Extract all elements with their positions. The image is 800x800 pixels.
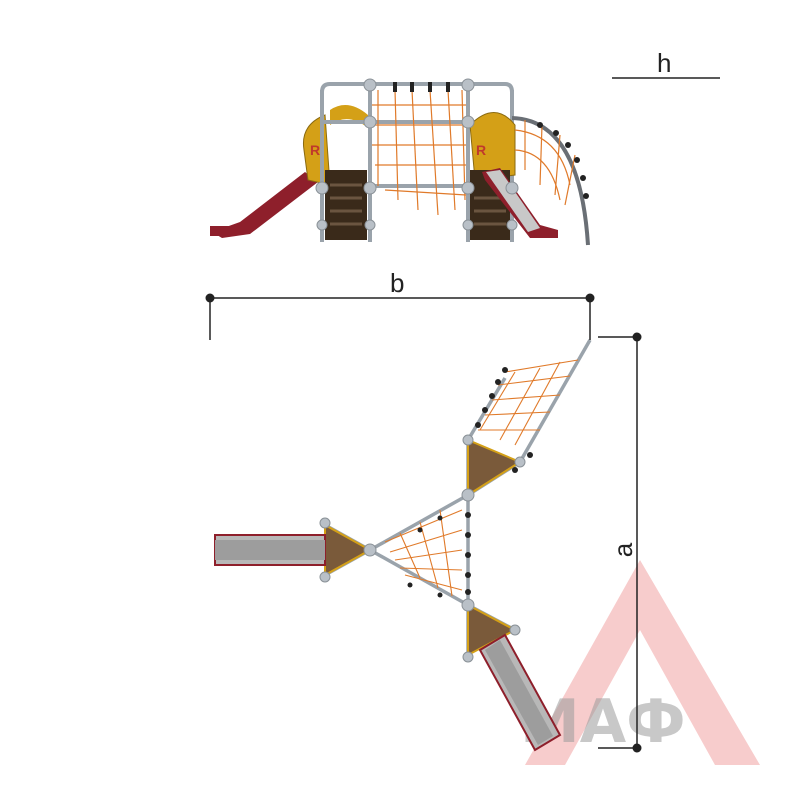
dimension-a-label: a bbox=[608, 542, 638, 557]
dimension-h: h bbox=[612, 48, 720, 79]
front-elevation-view: R bbox=[210, 78, 590, 246]
deck-upper bbox=[467, 438, 523, 497]
svg-text:R: R bbox=[476, 142, 486, 158]
left-ladder bbox=[325, 170, 367, 240]
dimension-a: a bbox=[598, 332, 642, 753]
dimension-h-label: h bbox=[657, 48, 671, 78]
deck-left bbox=[324, 523, 373, 577]
dimension-b: b bbox=[205, 268, 595, 340]
plan-view bbox=[214, 339, 592, 752]
slide-left-plan bbox=[214, 534, 326, 566]
dimension-b-label: b bbox=[390, 268, 404, 298]
right-roof-panel bbox=[469, 112, 516, 181]
slide-lower-plan bbox=[478, 633, 562, 752]
arch-frame bbox=[511, 116, 590, 246]
left-slide bbox=[212, 172, 318, 238]
svg-text:R: R bbox=[310, 142, 320, 158]
